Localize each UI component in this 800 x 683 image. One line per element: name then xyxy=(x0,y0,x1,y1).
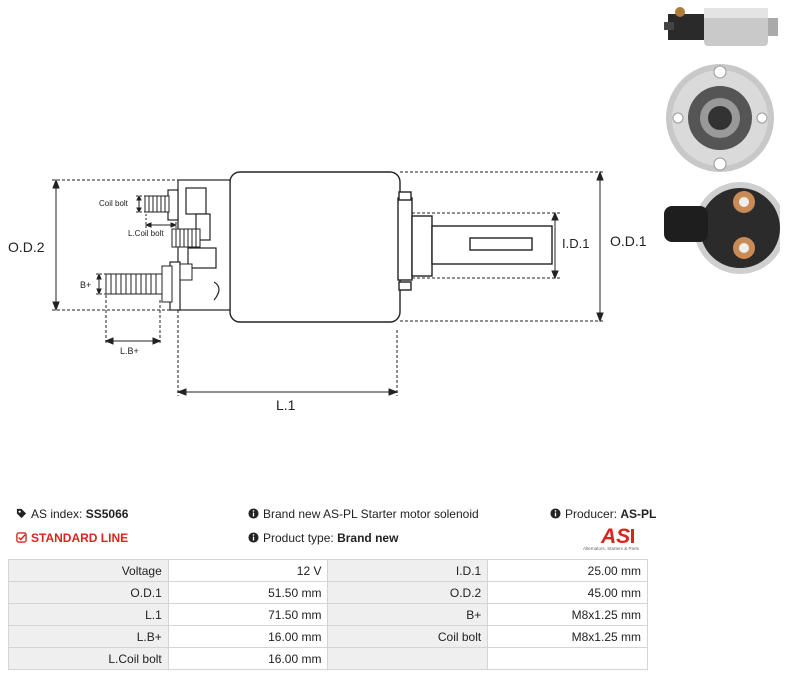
spec-value xyxy=(487,647,648,670)
logo-subtext: Alternators, Starters & Parts xyxy=(583,546,640,551)
spec-key: B+ xyxy=(327,603,489,626)
spec-key: O.D.1 xyxy=(8,581,169,604)
as-index: AS index: SS5066 xyxy=(16,507,128,521)
spec-value: 25.00 mm xyxy=(487,559,648,582)
lb-dimension xyxy=(104,290,162,345)
producer-value: AS-PL xyxy=(620,507,657,521)
spec-key: I.D.1 xyxy=(327,559,489,582)
l1-dimension xyxy=(176,300,399,396)
spec-key: L.Coil bolt xyxy=(8,647,169,670)
as-index-value: SS5066 xyxy=(85,507,129,521)
l-coil-bolt-label: L.Coil bolt xyxy=(128,229,164,238)
coil-bolt-dimension xyxy=(136,194,178,228)
table-row: L.B+ 16.00 mm Coil bolt M8x1.25 mm xyxy=(8,625,648,648)
standard-line-label: STANDARD LINE xyxy=(31,531,129,545)
spec-key xyxy=(327,647,489,670)
as-index-label: AS index: xyxy=(31,507,83,521)
solenoid-technical-drawing: O.D.2 O.D.1 I.D.1 L.1 L.B+ xyxy=(8,170,647,413)
info-icon xyxy=(550,508,561,519)
producer: Producer: AS-PL xyxy=(550,507,656,521)
coil-bolt-label: Coil bolt xyxy=(99,199,129,208)
producer-label: Producer: xyxy=(565,507,618,521)
id1-label: I.D.1 xyxy=(562,236,589,251)
spec-key: L.B+ xyxy=(8,625,169,648)
bplus-label: B+ xyxy=(80,280,91,290)
product-type: Product type: Brand new xyxy=(248,531,398,545)
spec-key: Coil bolt xyxy=(327,625,489,648)
table-row: L.1 71.50 mm B+ M8x1.25 mm xyxy=(8,603,648,626)
od2-dimension xyxy=(52,178,178,312)
tag-icon xyxy=(16,508,27,519)
product-description: Brand new AS-PL Starter motor solenoid xyxy=(248,507,479,521)
spec-table-body: Voltage 12 V I.D.1 25.00 mm O.D.1 51.50 … xyxy=(8,559,648,670)
table-row: L.Coil bolt 16.00 mm xyxy=(8,647,648,670)
checkbox-icon xyxy=(16,532,27,543)
od1-label: O.D.1 xyxy=(610,233,647,249)
od1-dimension xyxy=(400,170,604,323)
product-photo-side xyxy=(664,7,778,46)
table-row: O.D.1 51.50 mm O.D.2 45.00 mm xyxy=(8,581,648,604)
spec-key: Voltage xyxy=(8,559,169,582)
spec-key: O.D.2 xyxy=(327,581,489,604)
product-type-value: Brand new xyxy=(337,531,399,545)
od2-label: O.D.2 xyxy=(8,239,45,255)
spec-value: 12 V xyxy=(167,559,329,582)
description-text: Brand new AS-PL Starter motor solenoid xyxy=(263,507,479,521)
bplus-bolt xyxy=(105,263,193,303)
solenoid-body xyxy=(229,171,553,323)
info-icon xyxy=(248,532,259,543)
id1-dimension xyxy=(412,211,560,280)
logo-text: AS xyxy=(600,525,630,548)
spec-value: 51.50 mm xyxy=(167,581,329,604)
spec-table: Voltage 12 V I.D.1 25.00 mm O.D.1 51.50 … xyxy=(8,559,648,670)
spec-value: M8x1.25 mm xyxy=(487,625,648,648)
spec-value: 45.00 mm xyxy=(487,581,648,604)
spec-value: M8x1.25 mm xyxy=(487,603,648,626)
spec-value: 16.00 mm xyxy=(167,647,329,670)
spec-value: 16.00 mm xyxy=(167,625,329,648)
table-row: Voltage 12 V I.D.1 25.00 mm xyxy=(8,559,648,582)
info-icon xyxy=(248,508,259,519)
product-photo-front xyxy=(666,64,774,172)
l1-label: L.1 xyxy=(276,397,296,413)
spec-key: L.1 xyxy=(8,603,169,626)
product-type-label: Product type: xyxy=(263,531,334,545)
product-photo-terminals xyxy=(664,182,780,274)
spec-value: 71.50 mm xyxy=(167,603,329,626)
as-pl-logo: AS xyxy=(600,525,634,548)
standard-line: STANDARD LINE xyxy=(16,531,128,545)
coil-bolt xyxy=(144,195,201,248)
lb-label: L.B+ xyxy=(120,346,139,356)
